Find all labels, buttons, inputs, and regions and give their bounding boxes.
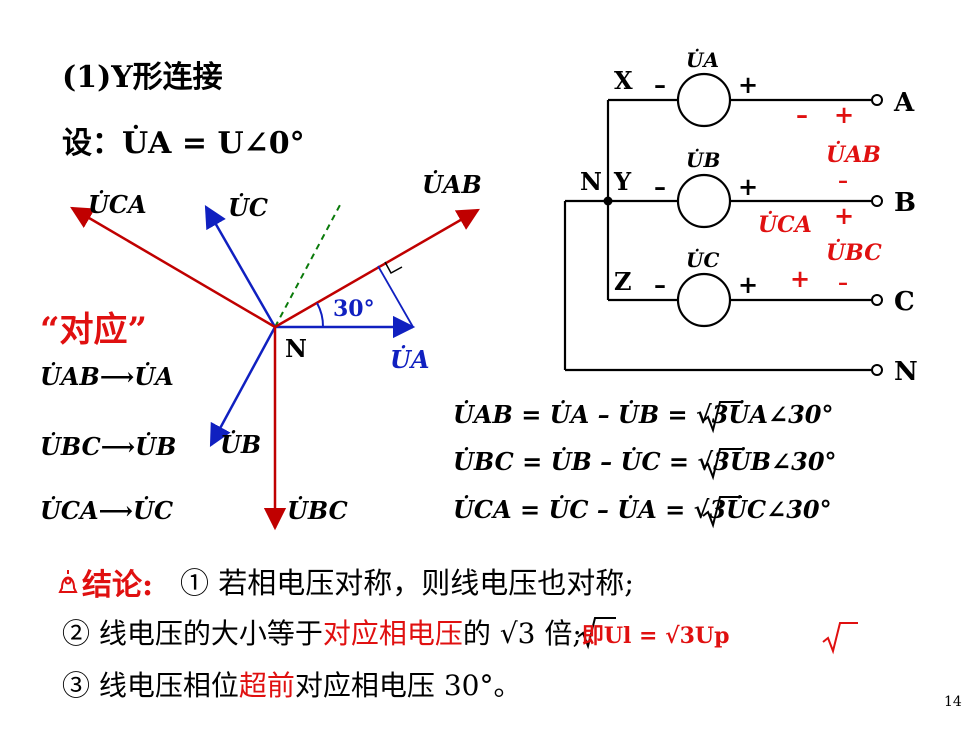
angle-30-label: 30° <box>333 296 375 322</box>
conclusion-line-3a: ③ 线电压相位 <box>62 669 239 702</box>
terminal-B: B <box>894 188 916 218</box>
UBC-plus: + <box>834 201 855 230</box>
sqrt-signs <box>577 401 858 655</box>
source-C-plus: + <box>738 270 759 299</box>
label-UA: U̇A <box>390 345 430 374</box>
phasor-UB-arrow <box>209 326 277 447</box>
phase-label-X: X <box>614 66 633 95</box>
conclusion-line-3: ③ 线电压相位超前对应相电压 30°。 <box>62 664 521 704</box>
perpendicular-drop <box>377 265 414 328</box>
label-UC: U̇C <box>228 193 269 222</box>
terminal-A: A <box>894 88 915 118</box>
phasor-UC-arrow <box>204 205 277 328</box>
source-A-plus: + <box>738 70 759 99</box>
circuit-label-UBC: U̇BC <box>826 240 882 266</box>
UCA-plus: + <box>790 264 811 293</box>
source-label-UC: U̇C <box>686 248 720 272</box>
correspond-row-3: U̇CA⟶U̇C <box>40 496 174 525</box>
angle-arc-30 <box>316 302 325 328</box>
circuit-wiring <box>563 72 872 372</box>
phase-label-Y: Y <box>614 167 632 196</box>
circuit-label-UAB: U̇AB <box>826 142 881 168</box>
equation-UAB: U̇AB = U̇A – U̇B = √3U̇A∠30° <box>453 400 834 429</box>
phasor-UAB-arrow <box>274 208 480 329</box>
phasor-UCA-arrow <box>70 206 276 329</box>
neutral-junction-dot <box>603 196 613 206</box>
conclusion-line-2-formula: 即Ul = √3Up <box>581 623 730 649</box>
circuit-label-UCA: U̇CA <box>758 212 812 238</box>
terminal-C: C <box>894 287 915 317</box>
correspond-title: “对应” <box>40 310 148 350</box>
terminal-circles <box>871 94 883 376</box>
conclusion-line-2a: ② 线电压的大小等于 <box>62 617 323 650</box>
assumption-formula: 设：U̇A = U∠0° <box>62 126 305 161</box>
source-B-minus: – <box>654 172 666 201</box>
label-UBC: U̇BC <box>287 496 348 525</box>
label-UAB: U̇AB <box>422 170 482 199</box>
equation-UCA: U̇CA = U̇C – U̇A = √3U̇C∠30° <box>453 495 832 524</box>
page-number: 14 <box>944 694 962 710</box>
UAB-minus-lower: – <box>838 168 848 192</box>
UBC-minus: – <box>838 270 848 294</box>
source-B-plus: + <box>738 172 759 201</box>
UAB-plus: + <box>834 100 855 129</box>
source-C-minus: – <box>654 270 666 299</box>
source-A-minus: – <box>654 70 666 99</box>
phase-label-Z: Z <box>614 267 632 296</box>
conclusion-line-2b: 的 √3 倍; <box>462 617 582 650</box>
right-angle-mark <box>384 261 403 275</box>
equation-UBC: U̇BC = U̇B – U̇C = √3U̇B∠30° <box>453 447 837 476</box>
correspond-row-2: U̇BC⟶U̇B <box>40 432 177 461</box>
source-label-UA: U̇A <box>686 48 719 72</box>
conclusion-line-3b: 对应相电压 30°。 <box>294 669 522 702</box>
conclusion-line-1: ① 若相电压对称，则线电压也对称; <box>180 566 634 600</box>
conclusion-line-2: ② 线电压的大小等于对应相电压的 √3 倍;即Ul = √3Up <box>62 612 729 652</box>
terminal-N: N <box>894 357 918 387</box>
label-neutral-N: N <box>285 334 307 363</box>
green-dashed-reference <box>274 204 341 328</box>
bell-icon <box>58 570 78 593</box>
conclusion-line-2-red: 对应相电压 <box>322 617 463 650</box>
source-label-UB: U̇B <box>686 148 721 172</box>
label-UCA: U̇CA <box>88 190 147 219</box>
correspond-row-1: U̇AB⟶U̇A <box>40 362 174 391</box>
conclusion-label: 结论: <box>82 568 154 603</box>
conclusion-line-3-red: 超前 <box>238 669 295 702</box>
label-UB: U̇B <box>220 430 262 459</box>
circuit-neutral-label: N <box>580 167 602 196</box>
UAB-minus: – <box>796 100 808 129</box>
section-heading: (1)Y形连接 <box>62 60 223 95</box>
